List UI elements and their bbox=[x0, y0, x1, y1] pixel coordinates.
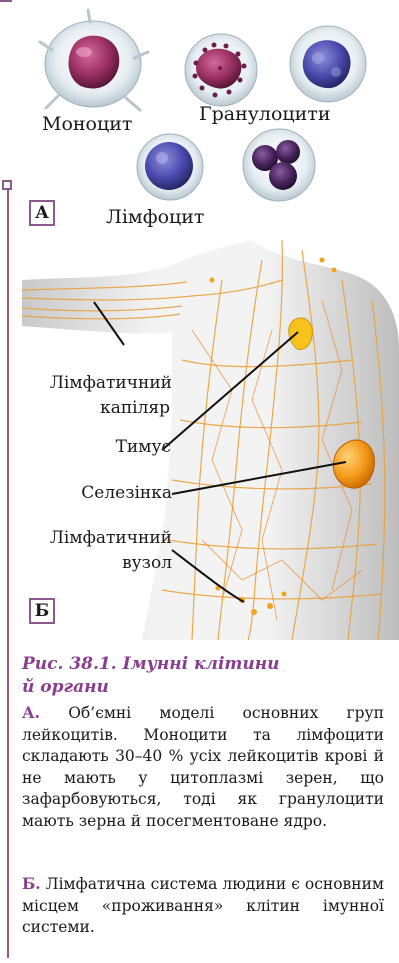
granulocyte-cell-2 bbox=[290, 26, 366, 102]
margin-rule bbox=[7, 188, 9, 958]
label-lymph-capillary-2: капіляр bbox=[22, 398, 170, 418]
monocyte-cell bbox=[40, 10, 148, 110]
label-lymph-node-1: Лімфатичний bbox=[22, 528, 172, 548]
lymphocyte-cell bbox=[137, 134, 203, 200]
caption-paragraph-b: Б. Лімфатична система людини є основним … bbox=[22, 873, 384, 939]
granulocyte-cell-1 bbox=[185, 34, 257, 106]
label-lymphocyte: Лімфоцит bbox=[106, 206, 204, 228]
caption-title-line-2: й органи bbox=[22, 676, 382, 699]
label-lymph-node-2: вузол bbox=[22, 553, 172, 573]
label-lymph-capillary-1: Лімфатичний bbox=[22, 373, 172, 393]
granulocyte-cell-3 bbox=[243, 129, 315, 201]
label-thymus: Тимус bbox=[22, 437, 171, 457]
panel-b-marker: Б bbox=[29, 598, 55, 624]
figure-caption-title: Рис. 38.1. Імунні клітини й органи bbox=[22, 653, 382, 699]
caption-paragraph-a: А. Об’ємні моделі основних груп лейкоцит… bbox=[22, 702, 384, 832]
label-spleen: Селезінка bbox=[22, 483, 172, 503]
panel-a-cells: Моноцит Гранулоцити Лімфоцит А bbox=[0, 0, 399, 240]
caption-b-text: Лімфатична система людини є основним міс… bbox=[22, 875, 384, 936]
caption-a-lead: А. bbox=[22, 703, 40, 722]
label-granulocytes: Гранулоцити bbox=[199, 103, 330, 125]
panel-a-marker: А bbox=[29, 200, 55, 226]
caption-b-lead: Б. bbox=[22, 874, 41, 893]
caption-title-line-1: Рис. 38.1. Імунні клітини bbox=[22, 653, 382, 676]
label-monocyte: Моноцит bbox=[42, 113, 132, 135]
caption-a-text: Об’ємні моделі основних груп лейкоцитів.… bbox=[22, 704, 384, 830]
